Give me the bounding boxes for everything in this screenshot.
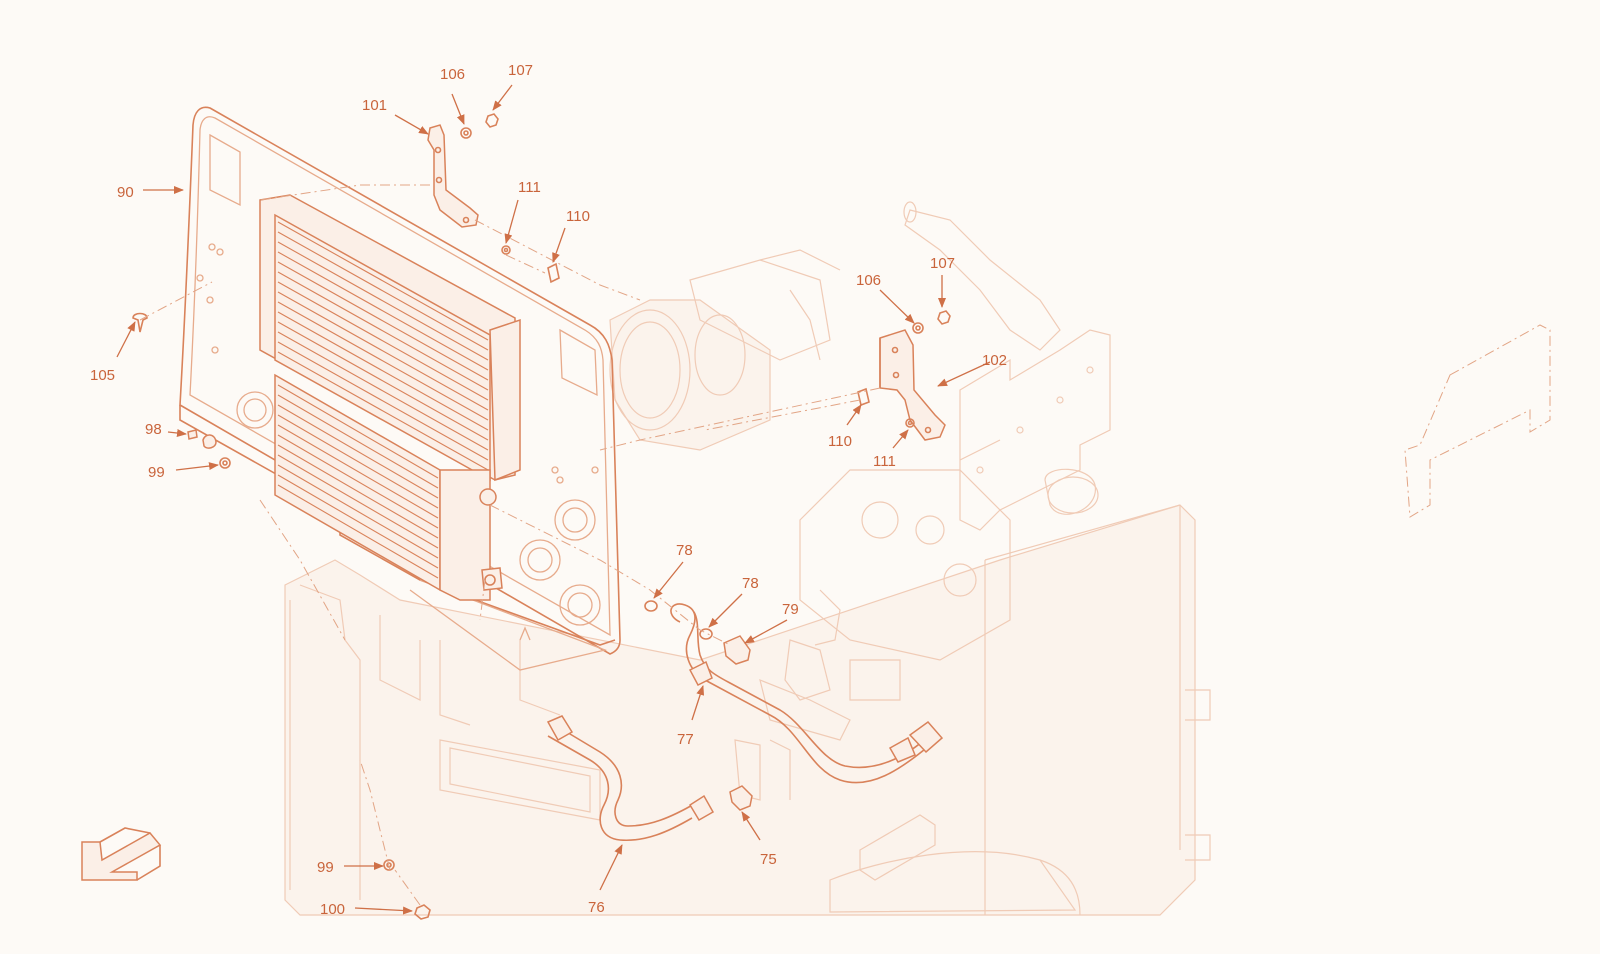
alignment-lines bbox=[139, 184, 881, 906]
callout-111-lower: 111 bbox=[873, 453, 896, 470]
leader-lines bbox=[116, 84, 991, 915]
bracket-101 bbox=[427, 124, 479, 228]
dashed-bracket bbox=[1404, 324, 1551, 518]
callout-107-upper: 107 bbox=[508, 62, 533, 79]
callout-98: 98 bbox=[145, 421, 162, 438]
callout-99-upper: 99 bbox=[148, 464, 165, 481]
callout-105: 105 bbox=[90, 367, 115, 384]
callout-107-lower: 107 bbox=[930, 255, 955, 272]
machine-frame bbox=[284, 504, 1211, 916]
callout-110-upper: 110 bbox=[566, 208, 590, 225]
callout-101: 101 bbox=[362, 97, 387, 114]
side-frame-plate bbox=[903, 201, 1111, 531]
radiator-mounting-frame bbox=[179, 106, 621, 671]
callout-99-lower: 99 bbox=[317, 859, 334, 876]
engine-assembly bbox=[609, 249, 1099, 801]
callout-90: 90 bbox=[117, 184, 134, 201]
hose-76 bbox=[546, 715, 715, 842]
callout-110-lower: 110 bbox=[828, 433, 852, 450]
callout-102: 102 bbox=[982, 352, 1007, 369]
callout-78-left: 78 bbox=[676, 542, 693, 559]
radiator-core bbox=[259, 194, 521, 601]
callout-labels: 106 107 101 90 111 110 105 98 99 106 107… bbox=[90, 62, 1007, 918]
callout-75: 75 bbox=[760, 851, 777, 868]
callout-78-right: 78 bbox=[742, 575, 759, 592]
callout-100: 100 bbox=[320, 901, 345, 918]
hose-77 bbox=[670, 603, 944, 784]
callout-79: 79 bbox=[782, 601, 799, 618]
callout-106-upper: 106 bbox=[440, 66, 465, 83]
callout-106-lower: 106 bbox=[856, 272, 881, 289]
front-direction-arrow-icon bbox=[81, 827, 162, 881]
callout-77: 77 bbox=[677, 731, 694, 748]
callout-111-upper: 111 bbox=[518, 179, 541, 196]
hardware-parts bbox=[132, 113, 951, 920]
callout-76: 76 bbox=[588, 899, 605, 916]
bracket-102 bbox=[879, 329, 946, 441]
